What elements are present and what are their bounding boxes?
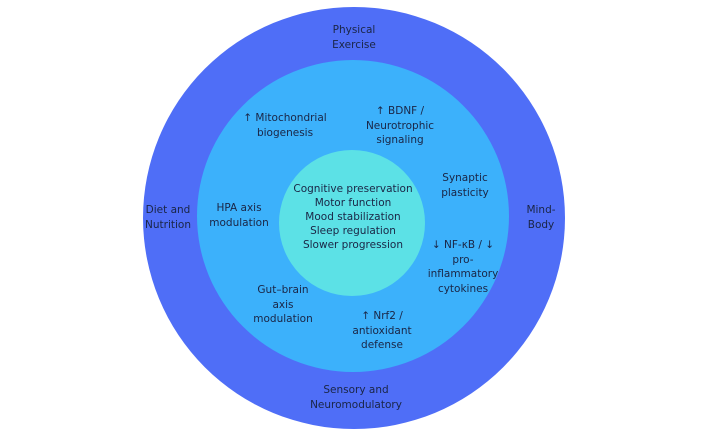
- core-outcomes-list: Cognitive preservation Motor function Mo…: [293, 182, 412, 252]
- label-gut-brain-axis: Gut–brain axis modulation: [253, 284, 313, 325]
- label-mitochondrial-biogenesis: ↑ Mitochondrial biogenesis: [243, 112, 327, 139]
- label-synaptic-plasticity: Synaptic plasticity: [441, 172, 489, 199]
- label-nrf2-antioxidant: ↑ Nrf2 / antioxidant defense: [352, 310, 412, 351]
- label-physical-exercise: Physical Exercise: [332, 24, 376, 51]
- label-hpa-axis-modulation: HPA axis modulation: [209, 202, 269, 229]
- label-bdnf-signaling: ↑ BDNF / Neurotrophic signaling: [365, 105, 435, 146]
- core-outcome: Motor function: [314, 197, 392, 209]
- inner-core-outcomes: [279, 150, 425, 296]
- label-sensory-neuromodulatory: Sensory and Neuromodulatory: [310, 384, 402, 411]
- label-diet-nutrition: Diet and Nutrition: [145, 204, 191, 231]
- core-outcome: Sleep regulation: [310, 225, 396, 237]
- label-nfkb-cytokines: ↓ NF-κB / ↓ pro- inflammatory cytokines: [427, 239, 499, 295]
- core-outcome: Slower progression: [302, 239, 404, 251]
- label-mind-body: Mind- Body: [526, 204, 556, 231]
- core-outcome: Cognitive preservation: [293, 183, 413, 195]
- core-outcome: Mood stabilization: [305, 211, 401, 223]
